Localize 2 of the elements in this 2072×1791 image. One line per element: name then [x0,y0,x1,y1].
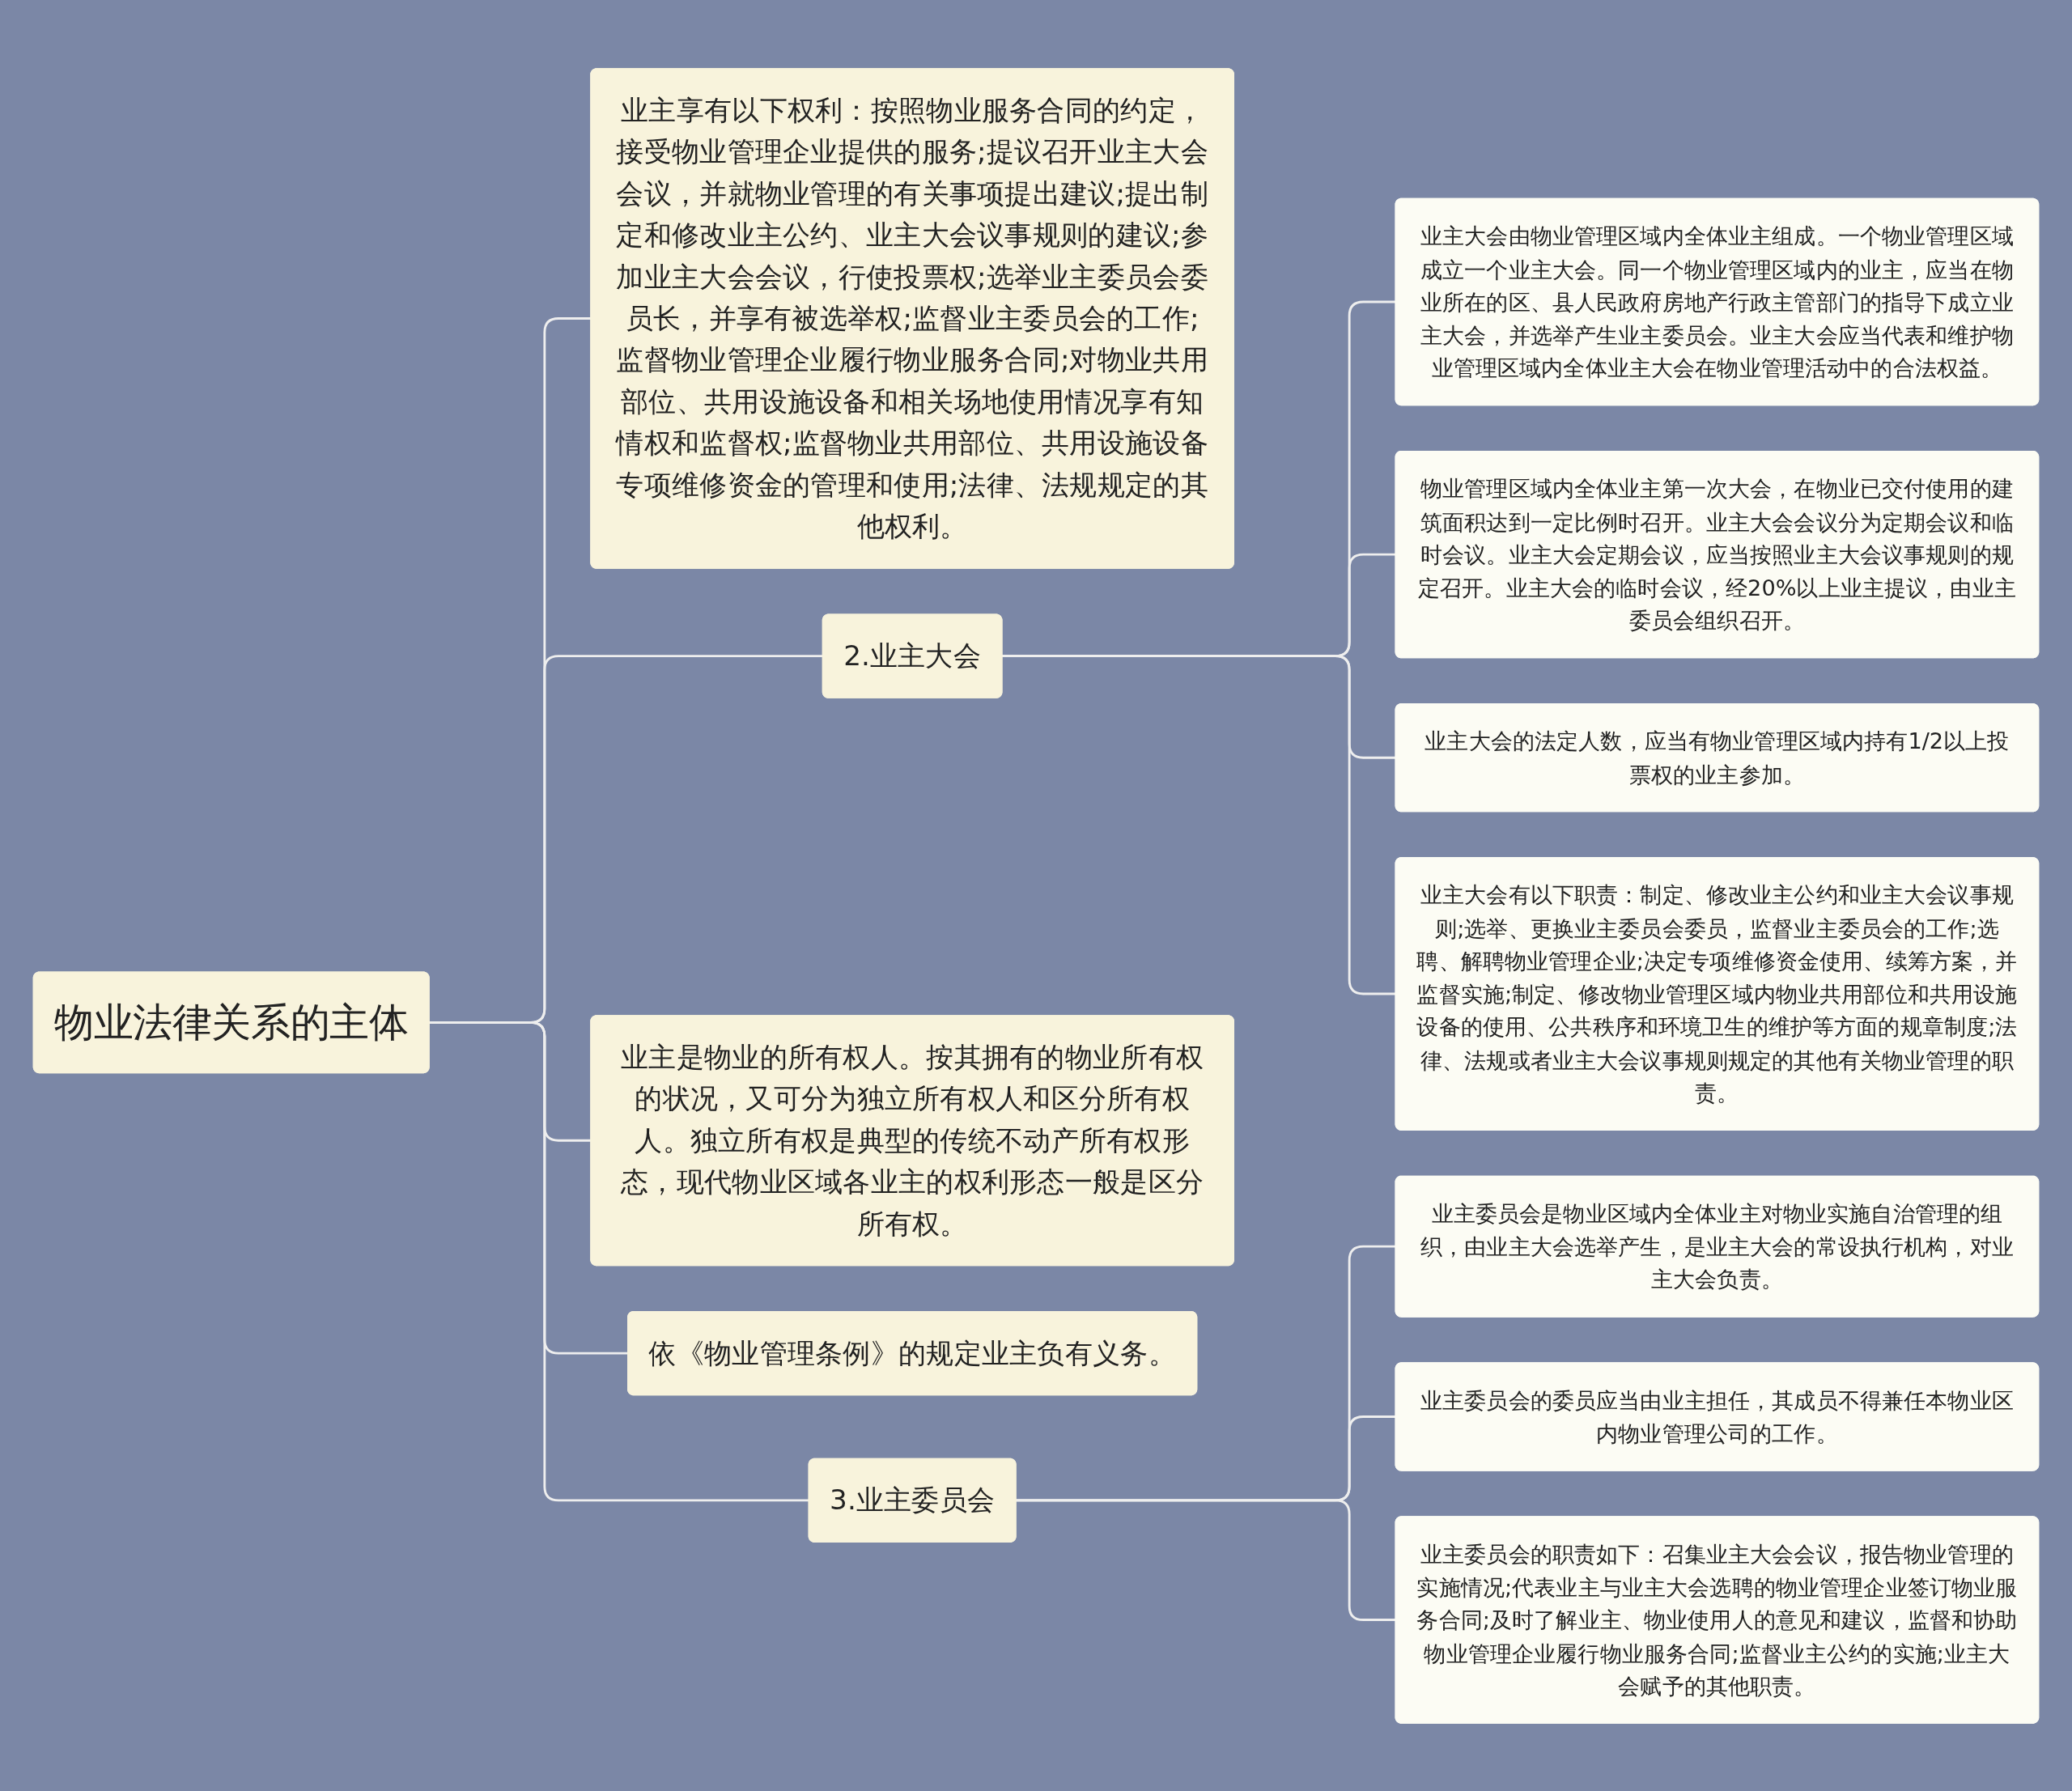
connector [429,1021,809,1501]
connector [1015,1498,1396,1621]
